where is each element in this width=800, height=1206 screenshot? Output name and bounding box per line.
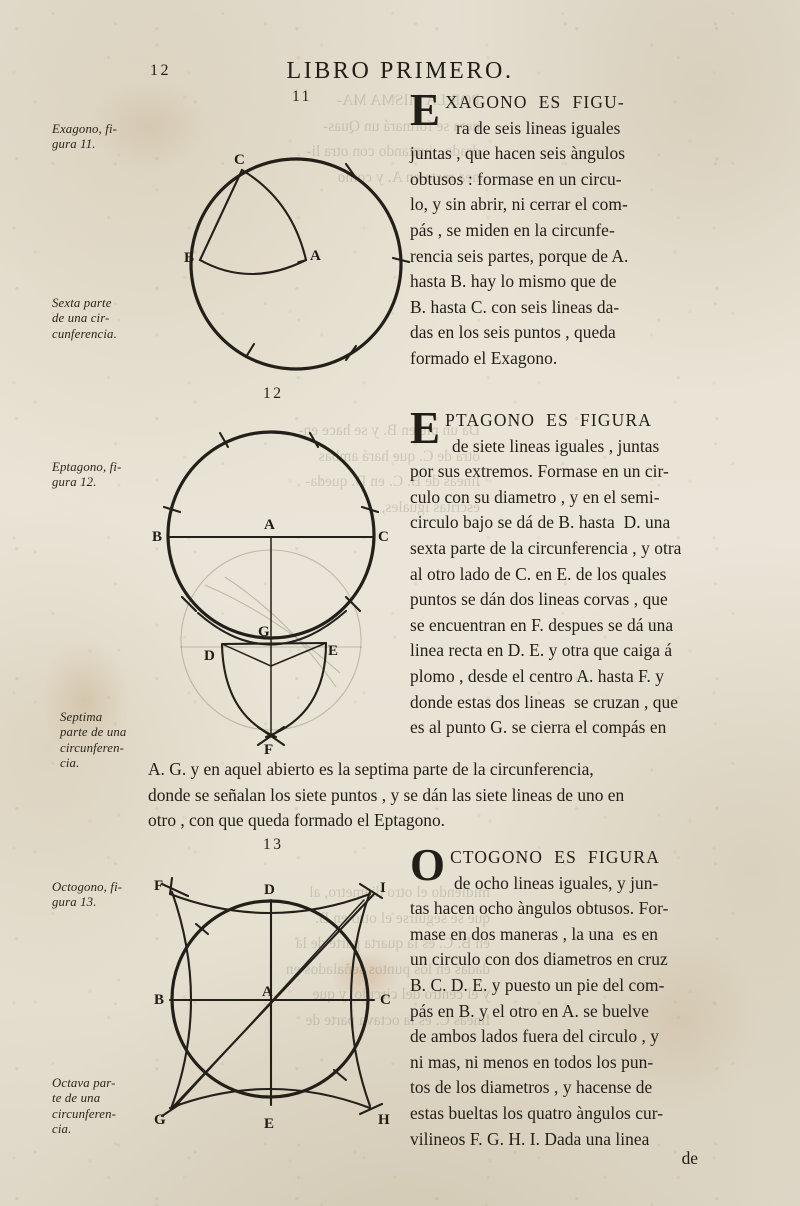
- figure-11-hexagon-construction: C B A: [184, 142, 418, 382]
- marginal-note-septima-parte: Septima parte de una circunferen- cia.: [60, 710, 127, 771]
- text-line: lo, y sin abrir, ni cerrar el com-: [410, 194, 628, 215]
- text-line: culo con su diametro , y en el semi-: [410, 486, 660, 507]
- headline-exagono: XAGONO ES FIGU-: [445, 92, 625, 112]
- text-line: circulo bajo se dá de B. hasta D. una: [410, 512, 671, 533]
- text-line: das en los seis puntos , queda: [410, 322, 616, 343]
- marginal-note-eptagono-figure: Eptagono, fi- gura 12.: [52, 460, 122, 490]
- figure-number-11: 11: [292, 88, 312, 105]
- text-line: sexta parte de la circunferencia , y otr…: [410, 537, 682, 558]
- svg-text:B: B: [154, 992, 164, 1008]
- text-line: plomo , desde el centro A. hasta F. y: [410, 665, 665, 686]
- text-line: se encuentran en F. despues se dá una: [410, 614, 674, 635]
- text-line: juntas , que hacen seis àngulos: [410, 143, 626, 164]
- headline-octogono: CTOGONO ES FIGURA: [450, 847, 660, 867]
- figure-number-12: 12: [263, 385, 284, 402]
- text-line: obtusos : formase en un circu-: [410, 168, 622, 189]
- headline-eptagono: PTAGONO ES FIGURA: [445, 410, 652, 430]
- svg-text:G: G: [258, 624, 270, 640]
- figure-13-octagon-construction: F D I B A C G E H: [152, 872, 402, 1142]
- section-eptagono-text: E PTAGONO ES FIGURA de siete lineas igua…: [410, 403, 698, 741]
- text-line: mase en dos maneras , la una es en: [410, 923, 659, 944]
- figure-number-13: 13: [263, 836, 284, 853]
- text-line: pás , se miden en la circunfe-: [410, 219, 615, 240]
- running-head-title: LIBRO PRIMERO.: [286, 58, 514, 84]
- svg-text:E: E: [328, 643, 338, 659]
- text-line: rencia seis partes, porque de A.: [410, 245, 629, 266]
- figure-12-heptagon-construction: B A C G D E F: [150, 415, 400, 758]
- svg-text:I: I: [380, 880, 386, 896]
- text-line: puntos se dán dos lineas corvas , que: [410, 589, 668, 610]
- svg-text:B: B: [184, 250, 194, 266]
- text-line: B. hasta C. con seis lineas da-: [410, 296, 620, 317]
- svg-text:D: D: [264, 882, 275, 898]
- svg-text:F: F: [154, 878, 163, 894]
- catchword: de: [681, 1148, 698, 1168]
- text-line: A. G. y en aquel abierto es la septima p…: [148, 759, 594, 779]
- text-line: de ambos lados fuera del circulo , y: [410, 1026, 660, 1047]
- text-line: hasta B. hay lo mismo que de: [410, 271, 617, 292]
- text-line: es al punto G. se cierra el compás en: [410, 717, 667, 738]
- dropcap-octogono: O: [410, 840, 446, 890]
- text-line: tos de los diametros , y hacense de: [410, 1077, 653, 1098]
- text-line: B. C. D. E. y puesto un pie del com-: [410, 974, 665, 995]
- text-line: formado el Exagono.: [410, 347, 558, 368]
- marginal-note-octava-parte: Octava par- te de una circunferen- cia.: [52, 1076, 117, 1137]
- section-eptagono-full-width-text: A. G. y en aquel abierto es la septima p…: [148, 757, 698, 834]
- section-octogono-text: O CTOGONO ES FIGURA de ocho lineas igual…: [410, 840, 698, 1152]
- svg-text:C: C: [380, 992, 391, 1008]
- text-line: estas bueltas los quatro àngulos cur-: [410, 1102, 664, 1123]
- svg-text:A: A: [310, 248, 321, 264]
- text-line: otro , con que queda formado el Eptagono…: [148, 810, 445, 831]
- marginal-note-octogono-figure: Octogono, fi- gura 13.: [52, 880, 123, 910]
- text-line: linea recta en D. E. y otra que caiga á: [410, 640, 673, 661]
- page-folio-number: 12: [150, 62, 171, 79]
- text-line: de siete lineas iguales , juntas: [452, 435, 660, 456]
- svg-text:B: B: [152, 529, 162, 545]
- svg-text:C: C: [234, 152, 245, 168]
- svg-text:C: C: [378, 529, 389, 545]
- text-line: de ocho lineas iguales, y jun-: [454, 872, 659, 893]
- text-line: vilineos F. G. H. I. Dada una linea: [410, 1128, 650, 1149]
- marginal-note-sexta-parte: Sexta parte de una cir- cunferencia.: [52, 296, 117, 341]
- text-line: ni mas, ni menos en todos los pun-: [410, 1051, 654, 1072]
- text-line: tas hacen ocho àngulos obtusos. For-: [410, 898, 669, 919]
- dropcap-exagono: E: [410, 85, 441, 135]
- svg-text:A: A: [262, 984, 273, 1000]
- text-line: donde se señalan los siete puntos , y se…: [148, 784, 625, 805]
- text-line: donde estas dos lineas se cruzan , que: [410, 691, 679, 712]
- svg-text:G: G: [154, 1112, 166, 1128]
- svg-text:D: D: [204, 648, 215, 664]
- svg-text:A: A: [264, 517, 275, 533]
- text-line: un circulo con dos diametros en cruz: [410, 949, 668, 970]
- text-line: ra de seis lineas iguales: [456, 117, 621, 138]
- text-line: al otro lado de C. en E. de los quales: [410, 563, 667, 584]
- section-exagono-text: E XAGONO ES FIGU- ra de seis lineas igua…: [410, 85, 698, 372]
- svg-text:F: F: [264, 742, 273, 758]
- marginal-note-exagono-figure: Exagono, fi- gura 11.: [52, 122, 118, 152]
- svg-text:E: E: [264, 1116, 274, 1132]
- dropcap-eptagono: E: [410, 403, 441, 453]
- svg-text:H: H: [378, 1112, 390, 1128]
- text-line: por sus extremos. Formase en un cir-: [410, 461, 669, 482]
- text-line: pás en B. y el otro en A. se buelve: [410, 1000, 649, 1021]
